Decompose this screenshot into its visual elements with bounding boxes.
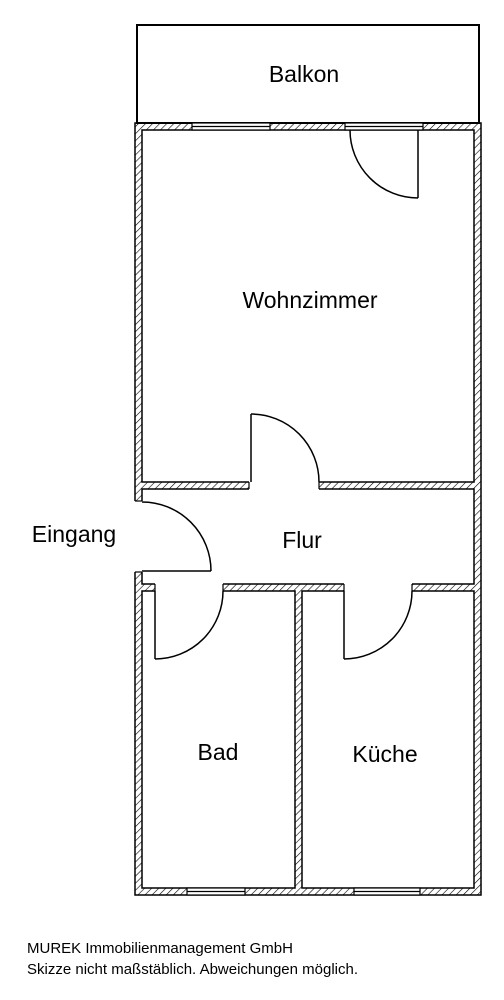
door-wohnzimmer xyxy=(250,413,320,483)
label-balkon: Balkon xyxy=(269,61,339,87)
label-kueche: Küche xyxy=(352,741,417,767)
door-balkon xyxy=(349,129,419,199)
label-bad: Bad xyxy=(198,739,239,765)
label-flur: Flur xyxy=(282,527,322,553)
footer: MUREK Immobilienmanagement GmbH Skizze n… xyxy=(27,938,358,980)
room-bad xyxy=(141,590,296,889)
label-eingang: Eingang xyxy=(32,521,116,547)
windows-top xyxy=(191,122,424,131)
door-eingang xyxy=(141,501,212,572)
footer-disclaimer: Skizze nicht maßstäblich. Abweichungen m… xyxy=(27,961,358,978)
door-opening-edges xyxy=(135,482,413,591)
door-swings xyxy=(141,129,419,660)
windows-bottom xyxy=(186,887,421,896)
balcony-outline xyxy=(136,24,480,124)
label-wohnzimmer: Wohnzimmer xyxy=(242,287,377,313)
door-kueche xyxy=(343,590,413,660)
room-kueche xyxy=(301,590,475,889)
room-flur xyxy=(141,488,475,585)
door-openings xyxy=(134,481,412,592)
footer-company: MUREK Immobilienmanagement GmbH xyxy=(27,940,293,957)
door-bad xyxy=(154,590,224,660)
